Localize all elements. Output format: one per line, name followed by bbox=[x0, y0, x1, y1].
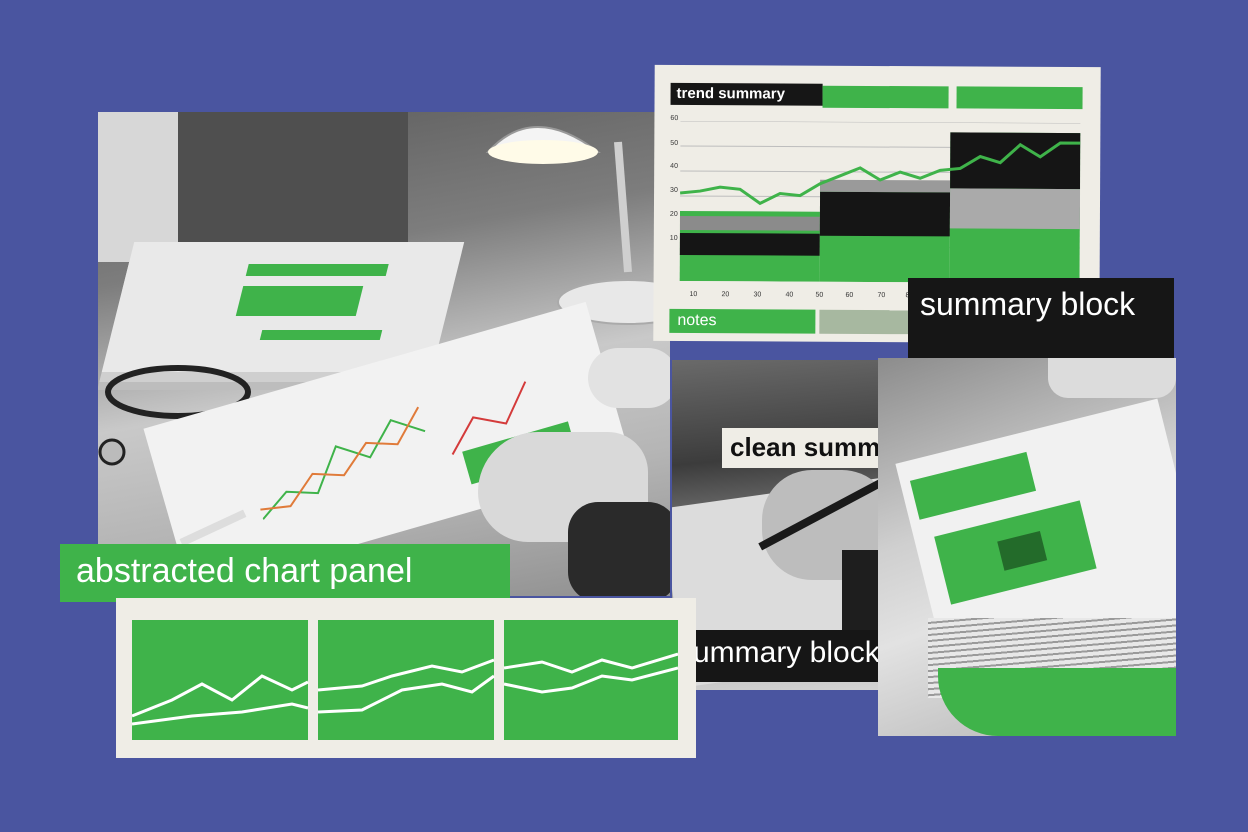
report-stack-photo bbox=[878, 358, 1176, 736]
report-line-chart bbox=[260, 381, 527, 520]
notes-label: notes bbox=[677, 311, 717, 330]
wall-dark bbox=[178, 112, 408, 242]
abstracted-chart bbox=[132, 620, 678, 740]
gloved-hand-icon bbox=[588, 348, 670, 408]
stethoscope-icon bbox=[98, 365, 251, 466]
y-tick: 30 bbox=[670, 186, 678, 194]
report-sheet bbox=[143, 301, 633, 593]
wall-shelf bbox=[98, 112, 178, 262]
abstracted-chart-panel-tag: abstracted chart panel bbox=[60, 544, 510, 602]
trend-summary-label: trend summary bbox=[676, 84, 785, 103]
desk-lamp-icon bbox=[485, 126, 668, 325]
y-tick: 60 bbox=[670, 114, 679, 122]
trend-summary-tag: trend summary bbox=[670, 82, 823, 106]
report-page-header bbox=[909, 451, 1037, 520]
x-tick: 20 bbox=[721, 291, 730, 299]
x-tick: 30 bbox=[753, 291, 762, 299]
header-bar-2 bbox=[956, 86, 1083, 110]
summary-block-top-label: summary block bbox=[920, 286, 1136, 322]
y-tick: 10 bbox=[669, 234, 678, 242]
green-base bbox=[938, 668, 1176, 736]
x-tick: 10 bbox=[689, 291, 698, 299]
stack-chart-area bbox=[235, 286, 364, 316]
x-tick: 50 bbox=[815, 291, 824, 299]
sleeve bbox=[568, 502, 670, 596]
lamp-base bbox=[1048, 358, 1176, 398]
x-tick: 40 bbox=[785, 291, 794, 299]
x-tick: 60 bbox=[845, 291, 854, 299]
y-tick: 50 bbox=[670, 139, 679, 147]
trend-summary-panel: trend summary 60 50 40 30 20 10 10 bbox=[653, 64, 1101, 344]
y-tick: 20 bbox=[669, 210, 678, 218]
notes-bar: notes bbox=[669, 308, 816, 334]
desk-photo bbox=[98, 112, 670, 596]
stack-chart-bar-2 bbox=[259, 330, 383, 340]
y-tick: 40 bbox=[670, 162, 679, 170]
header-bar-1 bbox=[822, 85, 949, 109]
notes-texture bbox=[819, 309, 910, 335]
stack-chart-bar bbox=[245, 264, 389, 276]
summary-block-bottom-label: summary block bbox=[678, 636, 880, 669]
abstracted-chart-panel bbox=[116, 598, 696, 758]
abstracted-chart-panel-label: abstracted chart panel bbox=[76, 552, 413, 590]
summary-block-top: summary block bbox=[908, 278, 1174, 358]
trend-area-chart bbox=[679, 120, 1081, 284]
x-tick: 70 bbox=[877, 292, 886, 300]
